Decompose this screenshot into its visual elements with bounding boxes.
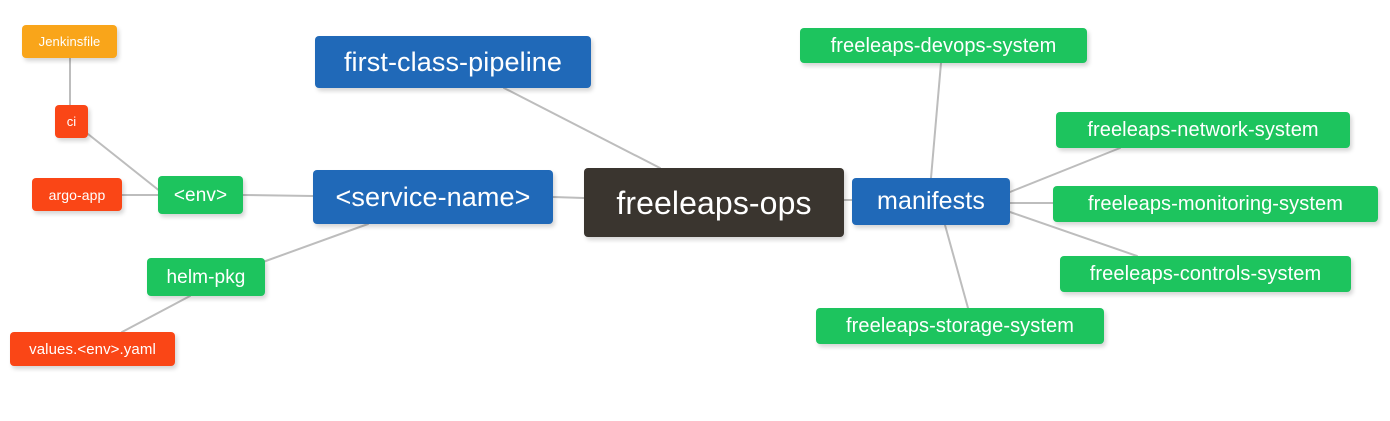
node-label-manifests: manifests: [877, 187, 985, 215]
node-service-name[interactable]: <service-name>: [313, 170, 553, 224]
edge-service-name-to-freeleaps-ops: [552, 196, 585, 199]
node-freeleaps-storage-system[interactable]: freeleaps-storage-system: [816, 308, 1104, 344]
node-label-argo-app: argo-app: [48, 186, 106, 203]
node-label-helm-pkg: helm-pkg: [166, 266, 246, 288]
node-label-env: <env>: [173, 184, 228, 206]
node-label-first-class-pipeline: first-class-pipeline: [343, 46, 563, 77]
node-helm-pkg[interactable]: helm-pkg: [147, 258, 265, 296]
node-label-freeleaps-monitoring-system: freeleaps-monitoring-system: [1087, 193, 1343, 215]
node-label-freeleaps-controls-system: freeleaps-controls-system: [1089, 263, 1322, 285]
node-ci[interactable]: ci: [55, 105, 88, 138]
node-freeleaps-devops-system[interactable]: freeleaps-devops-system: [800, 28, 1087, 63]
node-freeleaps-controls-system[interactable]: freeleaps-controls-system: [1060, 256, 1351, 292]
node-jenkinsfile[interactable]: Jenkinsfile: [22, 25, 117, 58]
edge-env-to-service-name: [242, 194, 314, 197]
edge-manifests-to-freeleaps-storage-system: [944, 224, 969, 309]
edge-first-class-pipeline-to-freeleaps-ops: [503, 87, 661, 169]
node-label-jenkinsfile: Jenkinsfile: [38, 34, 101, 49]
edge-values-yaml-to-helm-pkg: [121, 295, 191, 333]
node-label-freeleaps-storage-system: freeleaps-storage-system: [845, 315, 1075, 337]
node-label-service-name: <service-name>: [335, 181, 531, 212]
node-manifests[interactable]: manifests: [852, 178, 1010, 225]
node-label-freeleaps-ops: freeleaps-ops: [616, 184, 812, 221]
node-freeleaps-network-system[interactable]: freeleaps-network-system: [1056, 112, 1350, 148]
node-values-yaml[interactable]: values.<env>.yaml: [10, 332, 175, 366]
node-argo-app[interactable]: argo-app: [32, 178, 122, 211]
node-label-values-yaml: values.<env>.yaml: [29, 340, 156, 358]
node-freeleaps-monitoring-system[interactable]: freeleaps-monitoring-system: [1053, 186, 1378, 222]
node-env[interactable]: <env>: [158, 176, 243, 214]
node-label-freeleaps-network-system: freeleaps-network-system: [1087, 119, 1319, 141]
node-label-freeleaps-devops-system: freeleaps-devops-system: [830, 34, 1057, 57]
edge-helm-pkg-to-service-name: [262, 223, 369, 263]
node-first-class-pipeline[interactable]: first-class-pipeline: [315, 36, 591, 88]
node-freeleaps-ops[interactable]: freeleaps-ops: [584, 168, 844, 237]
node-label-ci: ci: [66, 114, 77, 129]
edge-manifests-to-freeleaps-devops-system: [930, 62, 942, 179]
